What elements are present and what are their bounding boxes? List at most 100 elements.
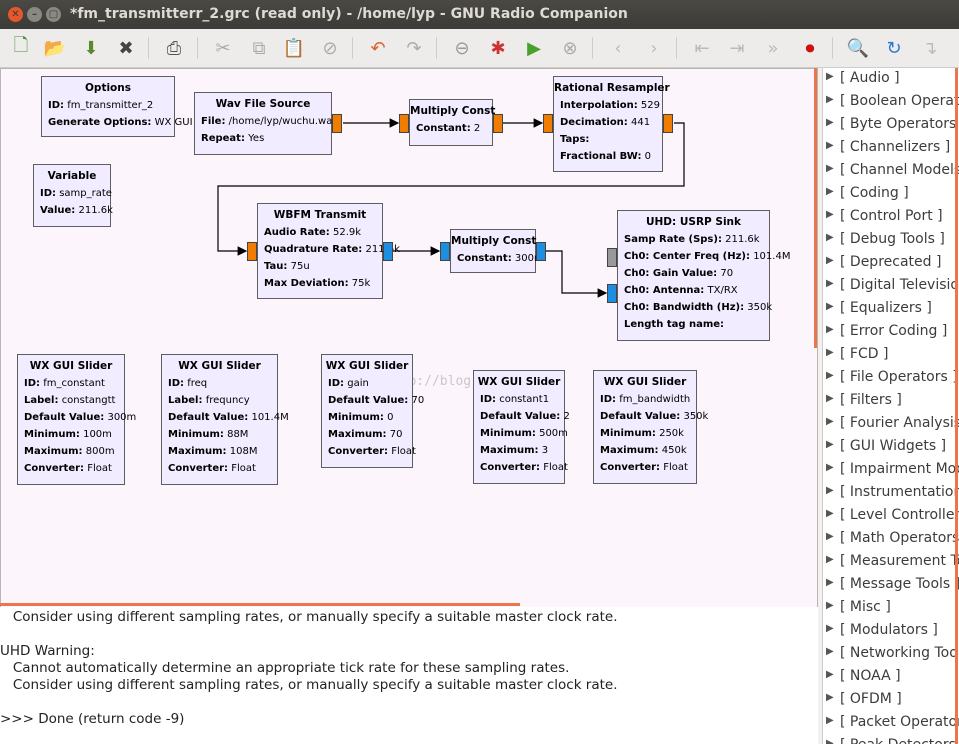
expander-arrow-icon[interactable]: ▶	[826, 71, 834, 82]
expander-arrow-icon[interactable]: ▶	[826, 347, 834, 358]
port-uhd-message-in[interactable]	[607, 248, 617, 267]
expander-arrow-icon[interactable]: ▶	[826, 600, 834, 611]
block-category-item[interactable]: ▶[ Deprecated ]	[823, 253, 959, 276]
stop-icon[interactable]: ⏺	[805, 37, 815, 59]
expander-arrow-icon[interactable]: ▶	[826, 186, 834, 197]
expander-arrow-icon[interactable]: ▶	[826, 393, 834, 404]
port-mult1-in[interactable]	[399, 114, 409, 133]
canvas-horizontal-scrollbar[interactable]	[0, 603, 520, 606]
block-category-item[interactable]: ▶[ Fourier Analysis ]	[823, 414, 959, 437]
expander-arrow-icon[interactable]: ▶	[826, 577, 834, 588]
block-category-item[interactable]: ▶[ OFDM ]	[823, 690, 959, 713]
close-file-icon[interactable]: ✖	[118, 37, 134, 59]
block-multiply-const-2[interactable]: Multiply Const Constant: 300m	[450, 229, 544, 273]
block-category-item[interactable]: ▶[ File Operators ]	[823, 368, 959, 391]
print-icon[interactable]: ⎙	[166, 37, 182, 59]
block-wx-gui-slider-fm-bandwidth[interactable]: WX GUI Slider ID: fm_bandwidth Default V…	[593, 370, 708, 484]
window-maximize-button[interactable]: ▢	[46, 7, 61, 22]
window-close-button[interactable]: ✕	[8, 7, 23, 22]
kill-icon[interactable]: ⊗	[562, 37, 578, 59]
disable-icon[interactable]: ⊖	[454, 37, 470, 59]
block-rational-resampler[interactable]: Rational Resampler Interpolation: 529 De…	[553, 76, 670, 172]
find-icon[interactable]: 🔍	[846, 37, 870, 59]
block-wx-gui-slider-constant1[interactable]: WX GUI Slider ID: constant1 Default Valu…	[473, 370, 570, 484]
block-category-item[interactable]: ▶[ Coding ]	[823, 184, 959, 207]
expander-arrow-icon[interactable]: ▶	[826, 209, 834, 220]
port-mult1-out[interactable]	[493, 114, 503, 133]
paste-icon[interactable]: 📋	[282, 37, 306, 59]
block-wx-gui-slider-freq[interactable]: WX GUI Slider ID: freq Label: frequncy D…	[161, 354, 289, 485]
block-category-item[interactable]: ▶[ Instrumentation ]	[823, 483, 959, 506]
block-category-item[interactable]: ▶[ Packet Operators ]	[823, 713, 959, 736]
block-category-item[interactable]: ▶[ Byte Operators ]	[823, 115, 959, 138]
new-icon[interactable]: 🗋	[13, 35, 29, 56]
left-icon[interactable]: ‹	[614, 37, 622, 59]
block-category-item[interactable]: ▶[ Networking Tools ]	[823, 644, 959, 667]
expander-arrow-icon[interactable]: ▶	[826, 531, 834, 542]
redo-icon[interactable]: ↷	[406, 37, 422, 59]
block-options[interactable]: Options ID: fm_transmitter_2 Generate Op…	[41, 76, 193, 137]
expander-arrow-icon[interactable]: ▶	[826, 439, 834, 450]
port-resampler-in[interactable]	[543, 114, 553, 133]
expander-arrow-icon[interactable]: ▶	[826, 485, 834, 496]
expander-arrow-icon[interactable]: ▶	[826, 163, 834, 174]
block-category-item[interactable]: ▶[ Equalizers ]	[823, 299, 959, 322]
port-wbfm-out[interactable]	[383, 242, 393, 261]
redo-more-icon[interactable]: ↴	[922, 37, 938, 59]
block-category-item[interactable]: ▶[ Channelizers ]	[823, 138, 959, 161]
expander-arrow-icon[interactable]: ▶	[826, 416, 834, 427]
block-category-item[interactable]: ▶[ NOAA ]	[823, 667, 959, 690]
block-tree-scrollbar[interactable]	[955, 68, 958, 744]
block-category-item[interactable]: ▶[ Impairment Models ]	[823, 460, 959, 483]
block-category-item[interactable]: ▶[ Boolean Operators ]	[823, 92, 959, 115]
block-wav-file-source[interactable]: Wav File Source File: /home/lyp/wuchu.wa…	[194, 92, 338, 155]
block-multiply-const-1[interactable]: Multiply Const Constant: 2	[409, 99, 495, 146]
refresh-icon[interactable]: ↻	[886, 37, 902, 59]
block-category-item[interactable]: ▶[ GUI Widgets ]	[823, 437, 959, 460]
block-category-item[interactable]: ▶[ Channel Models ]	[823, 161, 959, 184]
expander-arrow-icon[interactable]: ▶	[826, 554, 834, 565]
gen-icon[interactable]: ✱	[490, 37, 506, 59]
block-category-item[interactable]: ▶[ Measurement Tools ]	[823, 552, 959, 575]
right-icon[interactable]: ›	[650, 37, 658, 59]
block-category-item[interactable]: ▶[ FCD ]	[823, 345, 959, 368]
port-wbfm-in[interactable]	[247, 242, 257, 261]
block-uhd-usrp-sink[interactable]: UHD: USRP Sink Samp Rate (Sps): 211.6k C…	[617, 210, 790, 341]
canvas-vertical-scrollbar[interactable]	[814, 68, 817, 348]
expander-arrow-icon[interactable]: ▶	[826, 255, 834, 266]
expander-arrow-icon[interactable]: ▶	[826, 324, 834, 335]
block-category-item[interactable]: ▶[ Misc ]	[823, 598, 959, 621]
rotate-ccw-icon[interactable]: ⇤	[694, 37, 710, 59]
copy-icon[interactable]: ⧉	[252, 37, 266, 59]
expander-arrow-icon[interactable]: ▶	[826, 623, 834, 634]
block-category-item[interactable]: ▶[ Error Coding ]	[823, 322, 959, 345]
port-mult2-out[interactable]	[536, 242, 546, 261]
open-icon[interactable]: 📂	[43, 37, 67, 59]
expander-arrow-icon[interactable]: ▶	[826, 508, 834, 519]
forward-icon[interactable]: »	[767, 37, 779, 59]
delete-icon[interactable]: ⊘	[322, 37, 338, 59]
expander-arrow-icon[interactable]: ▶	[826, 94, 834, 105]
block-category-item[interactable]: ▶[ Message Tools ]	[823, 575, 959, 598]
expander-arrow-icon[interactable]: ▶	[826, 692, 834, 703]
block-category-item[interactable]: ▶[ Debug Tools ]	[823, 230, 959, 253]
block-category-item[interactable]: ▶[ Level Controllers ]	[823, 506, 959, 529]
port-wav-out[interactable]	[332, 114, 342, 133]
block-wbfm-transmit[interactable]: WBFM Transmit Audio Rate: 52.9k Quadratu…	[257, 203, 400, 299]
expander-arrow-icon[interactable]: ▶	[826, 232, 834, 243]
port-mult2-in[interactable]	[440, 242, 450, 261]
block-category-item[interactable]: ▶[ Math Operators ]	[823, 529, 959, 552]
block-tree-panel[interactable]: ▶[ Audio ]▶[ Boolean Operators ]▶[ Byte …	[822, 68, 959, 744]
expander-arrow-icon[interactable]: ▶	[826, 715, 834, 726]
block-wx-gui-slider-gain[interactable]: WX GUI Slider ID: gain Default Value: 70…	[321, 354, 424, 468]
undo-icon[interactable]: ↶	[370, 37, 386, 59]
expander-arrow-icon[interactable]: ▶	[826, 278, 834, 289]
port-resampler-out[interactable]	[663, 114, 673, 133]
block-category-item[interactable]: ▶[ Digital Television ]	[823, 276, 959, 299]
block-category-item[interactable]: ▶[ Filters ]	[823, 391, 959, 414]
block-variable[interactable]: Variable ID: samp_rate Value: 211.6k	[33, 164, 113, 227]
expander-arrow-icon[interactable]: ▶	[826, 301, 834, 312]
expander-arrow-icon[interactable]: ▶	[826, 370, 834, 381]
expander-arrow-icon[interactable]: ▶	[826, 646, 834, 657]
expander-arrow-icon[interactable]: ▶	[826, 738, 834, 744]
